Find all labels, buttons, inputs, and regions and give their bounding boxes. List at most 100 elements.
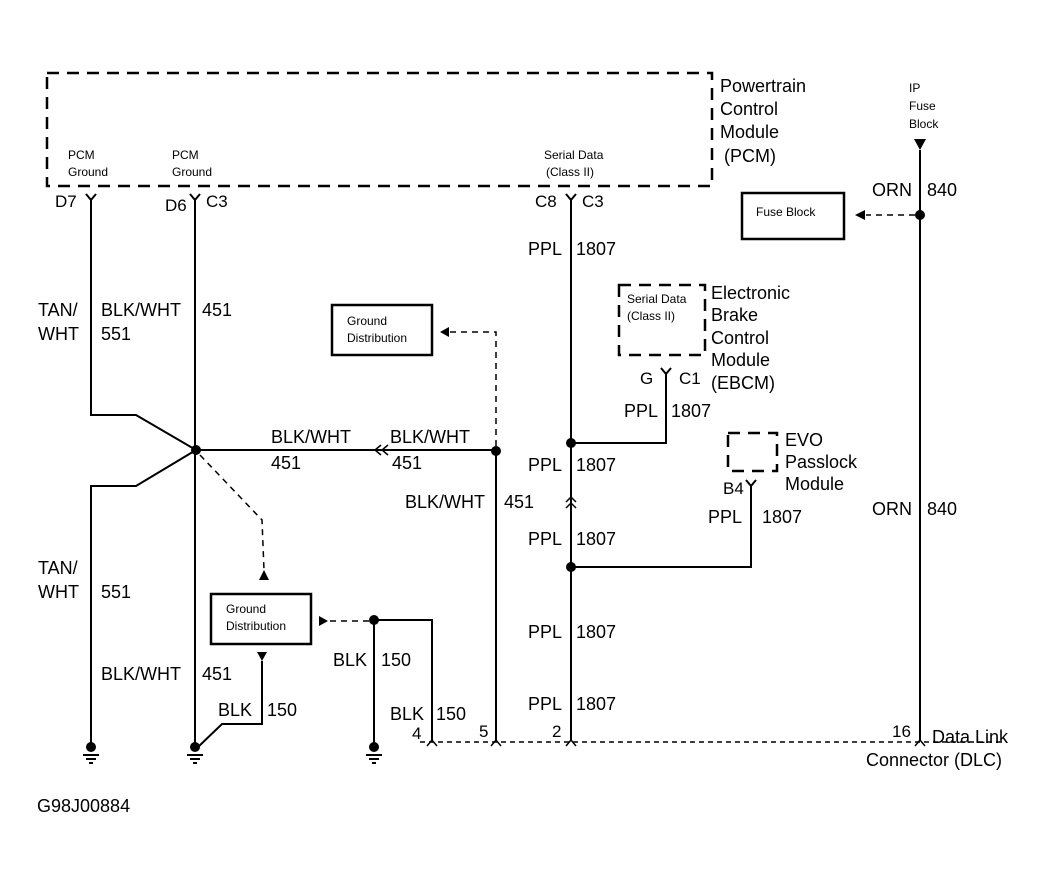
dlc-pin-16: 16 bbox=[892, 722, 911, 741]
connector-d7-icon bbox=[85, 193, 97, 202]
pin-c8: C8 bbox=[535, 192, 557, 211]
wire-color-label: PPL bbox=[708, 507, 742, 527]
wire-blk-150-dlc4 bbox=[374, 619, 433, 740]
wire-ppl-1807-ebcm bbox=[571, 380, 667, 444]
wire-color-label: PPL bbox=[528, 239, 562, 259]
arrow-down-icon bbox=[257, 652, 267, 661]
pin-c3-serial: C3 bbox=[582, 192, 604, 211]
ip-fuse-block-label: Fuse bbox=[909, 99, 936, 113]
ground-icon bbox=[83, 742, 99, 764]
wire-color-label: BLK/WHT bbox=[101, 664, 181, 684]
splice-node bbox=[915, 210, 925, 220]
wire-color-label: PPL bbox=[528, 529, 562, 549]
ebcm-label-line: (EBCM) bbox=[711, 373, 775, 393]
wire-color-label: WHT bbox=[38, 324, 79, 344]
ground-distribution-box bbox=[330, 303, 434, 357]
wire-color-label: ORN bbox=[872, 499, 912, 519]
pcm-module-box bbox=[45, 71, 714, 188]
fuse-block-box bbox=[740, 191, 846, 241]
wire-circuit-label: 451 bbox=[202, 300, 232, 320]
ip-fuse-block-label: IP bbox=[909, 81, 920, 95]
wire-circuit-label: 1807 bbox=[576, 455, 616, 475]
dlc-pin-4: 4 bbox=[412, 724, 421, 743]
connector-dlc-5-icon bbox=[490, 738, 502, 747]
pcm-ground-1-label: PCM bbox=[68, 148, 95, 162]
pcm-label-line: (PCM) bbox=[724, 146, 776, 166]
wire-color-label: BLK/WHT bbox=[405, 492, 485, 512]
evo-label-line: Passlock bbox=[785, 452, 858, 472]
ebcm-serial-data-label: Serial Data bbox=[627, 292, 687, 306]
wire-circuit-label: 451 bbox=[202, 664, 232, 684]
ground-distribution-label: Distribution bbox=[347, 331, 407, 345]
wire-blk-150-ground bbox=[196, 661, 263, 749]
ebcm-label-line: Control bbox=[711, 328, 769, 348]
wire-circuit-label: 840 bbox=[927, 180, 957, 200]
pin-d6: D6 bbox=[165, 196, 187, 215]
wire-color-label: TAN/ bbox=[38, 558, 78, 578]
wire-color-label: PPL bbox=[624, 401, 658, 421]
wire-circuit-label: 451 bbox=[504, 492, 534, 512]
pcm-ground-2-label: PCM bbox=[172, 148, 199, 162]
wire-color-label: PPL bbox=[528, 694, 562, 714]
dlc-pin-5: 5 bbox=[479, 722, 488, 741]
connector-evo-icon bbox=[745, 479, 757, 488]
ground-icon bbox=[187, 742, 203, 764]
wire-circuit-label: 150 bbox=[436, 704, 466, 724]
wire-color-label: BLK bbox=[218, 700, 252, 720]
ebcm-serial-data-label: (Class II) bbox=[627, 309, 675, 323]
wire-color-label: BLK/WHT bbox=[271, 427, 351, 447]
wire-circuit-label: 1807 bbox=[576, 694, 616, 714]
pin-c3-ground: C3 bbox=[206, 192, 228, 211]
evo-label-line: Module bbox=[785, 474, 844, 494]
inline-connector-icon bbox=[565, 495, 577, 509]
dlc-label-line: Data Link bbox=[932, 727, 1009, 747]
wire-circuit-label: 150 bbox=[381, 650, 411, 670]
dlc-pin-2: 2 bbox=[552, 722, 561, 741]
wire-circuit-label: 551 bbox=[101, 582, 131, 602]
ground-distribution-label: Ground bbox=[347, 314, 387, 328]
ip-fuse-block-label: Block bbox=[909, 117, 939, 131]
connector-ebcm-icon bbox=[660, 367, 672, 376]
wire-color-label: BLK bbox=[390, 704, 424, 724]
pcm-label-line: Control bbox=[720, 99, 778, 119]
wire-color-label: ORN bbox=[872, 180, 912, 200]
connector-dlc-16-icon bbox=[914, 738, 926, 747]
wire-circuit-label: 150 bbox=[267, 700, 297, 720]
pin-c1: C1 bbox=[679, 369, 701, 388]
pcm-serial-data-label: (Class II) bbox=[546, 165, 594, 179]
wire-circuit-label: 451 bbox=[271, 453, 301, 473]
arrow-up-icon bbox=[259, 570, 269, 580]
wire-color-label: BLK/WHT bbox=[390, 427, 470, 447]
dashed-link bbox=[450, 331, 497, 446]
wire-circuit-label: 551 bbox=[101, 324, 131, 344]
connector-dlc-2-icon bbox=[565, 738, 577, 747]
wire-color-label: PPL bbox=[528, 455, 562, 475]
wire-circuit-label: 840 bbox=[927, 499, 957, 519]
dashed-link bbox=[199, 454, 265, 571]
arrow-left-icon bbox=[440, 327, 449, 337]
dlc-label-line: Connector (DLC) bbox=[866, 750, 1002, 770]
evo-module-box bbox=[726, 431, 779, 473]
pcm-label-line: Module bbox=[720, 122, 779, 142]
evo-label-line: EVO bbox=[785, 430, 823, 450]
fuse-block-label: Fuse Block bbox=[756, 205, 816, 219]
wire-circuit-label: 1807 bbox=[671, 401, 711, 421]
wire-color-label: PPL bbox=[528, 622, 562, 642]
wire-circuit-label: 451 bbox=[392, 453, 422, 473]
pcm-label-line: Powertrain bbox=[720, 76, 806, 96]
ebcm-label-line: Electronic bbox=[711, 283, 790, 303]
wire-color-label: TAN/ bbox=[38, 300, 78, 320]
pin-b4: B4 bbox=[723, 479, 744, 498]
ground-distribution-label: Distribution bbox=[226, 619, 286, 633]
pcm-ground-2-label: Ground bbox=[172, 165, 212, 179]
diagram-id: G98J00884 bbox=[37, 796, 130, 816]
ground-icon bbox=[366, 742, 382, 764]
wire-ppl-1807-evo bbox=[571, 486, 752, 568]
connector-c8-icon bbox=[565, 193, 577, 202]
ebcm-label-line: Module bbox=[711, 350, 770, 370]
arrow-left-icon bbox=[855, 210, 865, 220]
ebcm-label-line: Brake bbox=[711, 305, 758, 325]
wire-color-label: BLK/WHT bbox=[101, 300, 181, 320]
ground-distribution-label: Ground bbox=[226, 602, 266, 616]
